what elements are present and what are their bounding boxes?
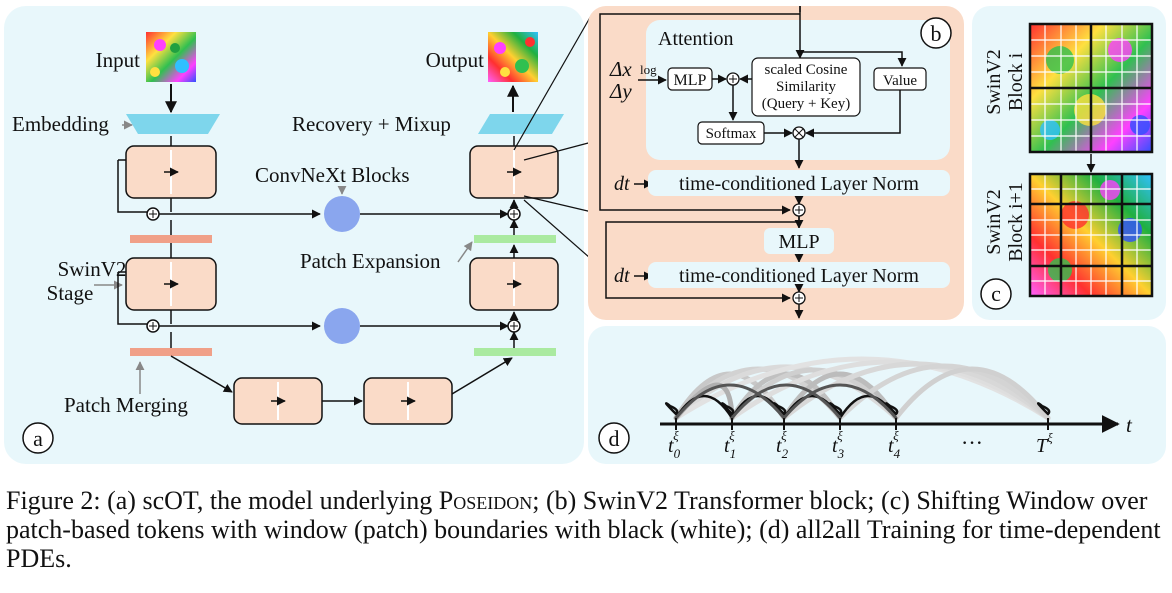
decoder-swin-stage-2: [469, 257, 559, 311]
panel-a: Input Output Embedding Recovery + Mixup: [4, 6, 657, 464]
layer-norm-1-label: time-conditioned Layer Norm: [679, 173, 919, 195]
log-label: log: [640, 62, 657, 77]
convnext-node-1: [324, 196, 360, 232]
cosine-similarity-box: [751, 57, 861, 117]
recovery-block: [478, 114, 564, 134]
mlp-small-label: MLP: [674, 72, 707, 89]
patch-expansion-bar-2: [474, 348, 556, 356]
patch-expansion-label: Patch Expansion: [300, 249, 441, 273]
tick-label-4: t4ξ: [888, 428, 901, 461]
layer-norm-2: [648, 262, 950, 288]
caption-part-1: Figure 2: (a) scOT, the model underlying: [6, 486, 439, 515]
attention-label: Attention: [658, 28, 734, 50]
cosine-label-1: scaled Cosine: [765, 62, 848, 78]
mlp-label: MLP: [778, 231, 819, 253]
badge-c-label: c: [991, 281, 1001, 306]
patch-merging-bar-2: [130, 348, 212, 356]
block-i-label-1: SwinV2: [983, 49, 1005, 115]
caption-part-2: ; (b) SwinV2 Transformer block; (c) Shif…: [6, 486, 1161, 573]
patch-expansion-bar-1: [474, 235, 556, 243]
recovery-label: Recovery + Mixup: [292, 112, 451, 136]
block-i1-label-2: Block i+1: [1005, 182, 1027, 262]
tick-ellipsis: ···: [961, 430, 983, 455]
badge-d-label: d: [609, 426, 620, 451]
output-label: Output: [426, 48, 485, 72]
block-i1-label-1: SwinV2: [983, 189, 1005, 255]
dt-label-1: dt: [614, 173, 630, 195]
tick-marks: [675, 418, 1049, 430]
block-i-grid: [1028, 22, 1154, 154]
panel-d: t t0ξ t1ξ t2ξ t3ξ t4ξ ··· Tξ d: [588, 326, 1166, 464]
embedding-block: [126, 114, 220, 134]
layer-norm-1: [648, 170, 950, 196]
panel-b: Attention b Δx Δy log MLP scaled Cosine …: [588, 6, 964, 320]
output-image: [488, 32, 538, 82]
patch-merging-label: Patch Merging: [64, 393, 188, 417]
tick-label-0: t0ξ: [668, 428, 681, 461]
softmax-label: Softmax: [706, 126, 757, 142]
caption-poseidon: Poseidon: [438, 486, 533, 515]
encoder-swin-stage-1: [125, 145, 217, 199]
panel-c: SwinV2 Block i: [972, 6, 1166, 320]
tick-label-2: t2ξ: [776, 428, 789, 461]
swin-stage-label-2: Stage: [47, 281, 94, 305]
time-axis-label: t: [1126, 413, 1133, 437]
cosine-label-3: (Query + Key): [762, 96, 850, 112]
mlp-box: [764, 228, 834, 254]
tick-label-1: t1ξ: [724, 428, 736, 461]
bottleneck-stage-1: [233, 377, 323, 425]
delta-y-label: Δy: [609, 79, 632, 103]
swin-stage-label-1: SwinV2: [58, 257, 127, 281]
badge-a: [22, 422, 54, 454]
encoder-swin-stage-2: [125, 257, 217, 311]
convnext-node-2: [324, 308, 360, 344]
value-label: Value: [883, 73, 917, 89]
figure-caption: Figure 2: (a) scOT, the model underlying…: [6, 486, 1166, 573]
badge-b: [920, 17, 952, 49]
decoder-swin-stage-1: [469, 145, 559, 199]
input-label: Input: [96, 48, 140, 72]
badge-a-label: a: [33, 426, 43, 451]
figure: Input Output Embedding Recovery + Mixup: [4, 6, 1166, 464]
bottleneck-stage-2: [363, 377, 453, 425]
convnext-label: ConvNeXt Blocks: [255, 163, 410, 187]
patch-merging-bar-1: [130, 235, 212, 243]
badge-d: [598, 422, 630, 454]
block-i-label-2: Block i: [1005, 52, 1027, 111]
tick-label-3: t3ξ: [832, 428, 845, 461]
tick-label-last: Tξ: [1036, 430, 1053, 457]
badge-b-label: b: [931, 21, 942, 46]
dt-label-2: dt: [614, 265, 630, 287]
delta-x-label: Δx: [609, 57, 632, 81]
all2all-arcs-far: [673, 356, 1051, 421]
embedding-label: Embedding: [12, 112, 109, 136]
block-i1-grid: [1028, 172, 1154, 298]
badge-c: [980, 278, 1012, 310]
layer-norm-2-label: time-conditioned Layer Norm: [679, 265, 919, 287]
input-image: [146, 32, 196, 82]
cosine-label-2: Similarity: [776, 79, 837, 95]
